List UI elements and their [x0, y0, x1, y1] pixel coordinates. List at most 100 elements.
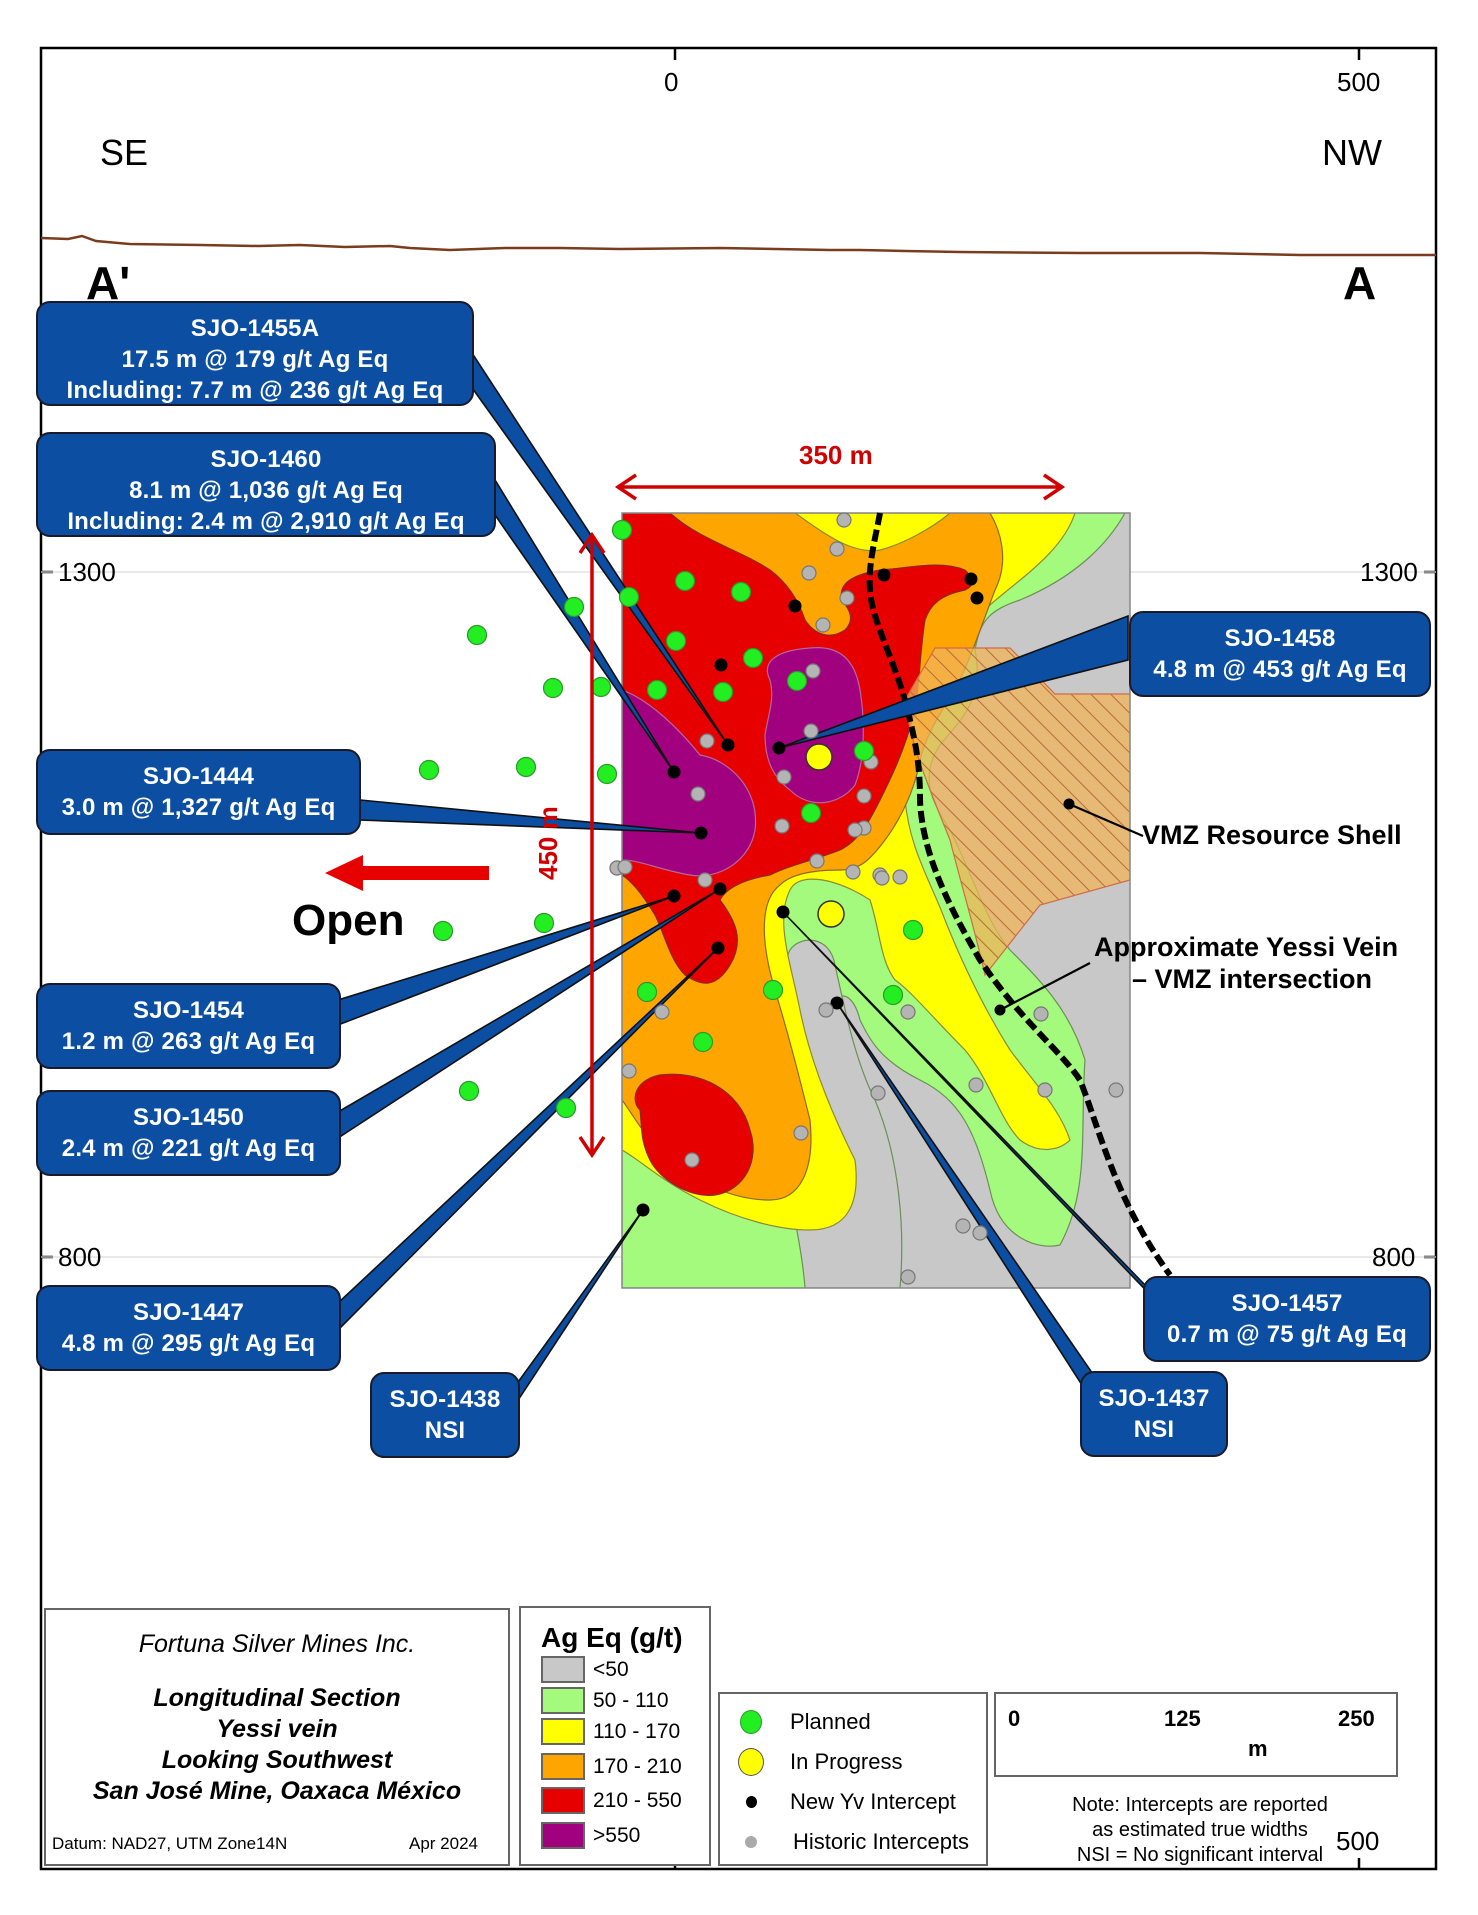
- callout-hole-id: SJO-1460: [210, 446, 322, 473]
- vmz-shell-leader: [1068, 802, 1144, 838]
- grade-label: 50 - 110: [593, 1688, 669, 1712]
- callout-sjo-1455a: SJO-1455A 17.5 m @ 179 g/t Ag Eq Includi…: [36, 301, 474, 406]
- callout-sjo-1437: SJO-1437 NSI: [1080, 1371, 1228, 1457]
- grade-label: 210 - 550: [593, 1788, 682, 1812]
- title-line-1: Longitudinal Section: [153, 1684, 401, 1712]
- callout-intercept: 4.8 m @ 295 g/t Ag Eq: [61, 1330, 316, 1357]
- note-line-2: as estimated true widths: [1092, 1819, 1308, 1841]
- vmz-resource-shell-label: VMZ Resource Shell: [1142, 820, 1402, 850]
- right-axis-tick-800: 800: [1372, 1242, 1416, 1272]
- callout-hole-id: SJO-1454: [132, 997, 244, 1024]
- callout-hole-id: SJO-1447: [132, 1299, 244, 1326]
- symbol-label: Planned: [790, 1709, 871, 1734]
- contour-110-170-upper: [793, 513, 951, 552]
- contour-210-550-lower: [634, 1073, 754, 1196]
- direction-se-label: SE: [100, 132, 149, 173]
- symbol-legend-item: Historic Intercepts: [734, 1822, 986, 1862]
- scale-label-125: 125: [1164, 1706, 1201, 1731]
- datum-label: Datum: NAD27, UTM Zone14N: [52, 1834, 288, 1853]
- callout-intercept: 17.5 m @ 179 g/t Ag Eq: [121, 346, 389, 373]
- callout-hole-id: SJO-1438: [389, 1386, 501, 1413]
- callout-sjo-1444: SJO-1444 3.0 m @ 1,327 g/t Ag Eq: [36, 749, 361, 835]
- yessi-intersection-leader: [997, 962, 1091, 1012]
- new-intercept-symbol-icon: [745, 1796, 757, 1808]
- callout-hole-id: SJO-1457: [1231, 1290, 1343, 1317]
- direction-nw-label: NW: [1322, 132, 1382, 173]
- left-axis-tick-1300: 1300: [58, 557, 116, 587]
- grade-legend-item: 50 - 110: [541, 1685, 709, 1716]
- note-line-1: Note: Intercepts are reported: [1072, 1794, 1328, 1816]
- callout-hole-id: SJO-1444: [142, 763, 254, 790]
- grade-legend-item: 210 - 550: [541, 1785, 709, 1816]
- callout-including: Including: 2.4 m @ 2,910 g/t Ag Eq: [67, 508, 465, 535]
- callout-sjo-1454: SJO-1454 1.2 m @ 263 g/t Ag Eq: [36, 983, 341, 1069]
- in-progress-holes: [805, 743, 845, 928]
- grade-label: >550: [593, 1823, 641, 1847]
- callout-intercept: 3.0 m @ 1,327 g/t Ag Eq: [61, 794, 336, 821]
- left-axis-tick-800: 800: [58, 1242, 102, 1272]
- callout-hole-id: SJO-1437: [1098, 1385, 1210, 1412]
- callout-hole-id: SJO-1458: [1224, 625, 1336, 652]
- yessi-vmz-intersection-line: [866, 512, 1173, 1277]
- grade-swatch-gt550: [541, 1822, 585, 1849]
- callout-intercept: 2.4 m @ 221 g/t Ag Eq: [61, 1135, 316, 1162]
- symbol-legend-item: New Yv Intercept: [734, 1782, 986, 1822]
- grade-legend-item: 170 - 210: [541, 1751, 709, 1782]
- top-axis-tick-500: 500: [1337, 67, 1381, 97]
- section-a-prime-label: A': [86, 257, 131, 309]
- width-dimension-arrow: [614, 473, 1066, 501]
- right-axis-tick-1300: 1300: [1360, 557, 1418, 587]
- open-arrow-icon: [325, 855, 489, 891]
- planned-holes: [418, 519, 924, 1119]
- grade-swatch-50-110: [541, 1687, 585, 1714]
- scale-label-250: 250: [1338, 1706, 1375, 1731]
- bottom-axis-tick-500: 500: [1336, 1826, 1380, 1856]
- callout-hole-id: SJO-1450: [132, 1104, 244, 1131]
- callout-nsi: NSI: [1133, 1416, 1175, 1443]
- callout-sjo-1460: SJO-1460 8.1 m @ 1,036 g/t Ag Eq Includi…: [36, 432, 496, 537]
- grade-legend: Ag Eq (g/t) <50 50 - 110 110 - 170 170 -…: [519, 1606, 711, 1866]
- yessi-intersection-point: [994, 1004, 1006, 1016]
- planned-symbol-icon: [740, 1710, 762, 1734]
- grade-label: <50: [593, 1657, 629, 1681]
- symbol-label: In Progress: [790, 1749, 903, 1774]
- callout-nsi: NSI: [424, 1417, 466, 1444]
- grade-legend-item: <50: [541, 1654, 709, 1685]
- grade-legend-item: >550: [541, 1820, 709, 1851]
- callout-intercept: 4.8 m @ 453 g/t Ag Eq: [1153, 656, 1407, 683]
- new-yv-intercepts: [714, 568, 984, 672]
- grade-swatch-170-210: [541, 1753, 585, 1780]
- scale-label-0: 0: [1008, 1706, 1021, 1731]
- width-dimension-label: 350 m: [799, 440, 873, 470]
- callout-sjo-1447: SJO-1447 4.8 m @ 295 g/t Ag Eq: [36, 1285, 341, 1371]
- symbol-label: Historic Intercepts: [793, 1829, 970, 1854]
- title-line-4: San José Mine, Oaxaca México: [92, 1777, 462, 1805]
- date-label: Apr 2024: [409, 1834, 478, 1853]
- vmz-shell-point: [1063, 798, 1075, 810]
- callout-sjo-1438: SJO-1438 NSI: [370, 1372, 520, 1458]
- note-text: Note: Intercepts are reported as estimat…: [1040, 1793, 1360, 1868]
- callout-including: Including: 7.7 m @ 236 g/t Ag Eq: [66, 377, 444, 404]
- open-label: Open: [292, 896, 405, 945]
- title-block: Fortuna Silver Mines Inc. Longitudinal S…: [44, 1608, 510, 1866]
- yessi-intersection-label-2: – VMZ intersection: [1132, 964, 1373, 994]
- height-dimension-arrow: [578, 531, 606, 1159]
- note-line-3: NSI = No significant interval: [1076, 1844, 1324, 1866]
- callout-sjo-1458: SJO-1458 4.8 m @ 453 g/t Ag Eq: [1129, 611, 1431, 697]
- callout-intercept: 0.7 m @ 75 g/t Ag Eq: [1167, 1321, 1407, 1348]
- leader-points: [636, 738, 844, 1217]
- historic-intercepts: [609, 512, 1124, 1285]
- grade-legend-title: Ag Eq (g/t): [541, 1622, 683, 1653]
- grade-contour-map: [622, 513, 1130, 1288]
- title-line-2: Yessi vein: [216, 1715, 338, 1743]
- surface-topography-line: [40, 234, 1436, 257]
- top-axis-tick-0: 0: [664, 67, 679, 97]
- grade-legend-item: 110 - 170: [541, 1716, 709, 1747]
- frame-border: [39, 46, 1438, 1871]
- in-progress-symbol-icon: [738, 1748, 764, 1776]
- symbol-legend-item: Planned: [734, 1702, 986, 1742]
- grade-label: 110 - 170: [593, 1719, 681, 1743]
- callout-intercept: 1.2 m @ 263 g/t Ag Eq: [61, 1028, 316, 1055]
